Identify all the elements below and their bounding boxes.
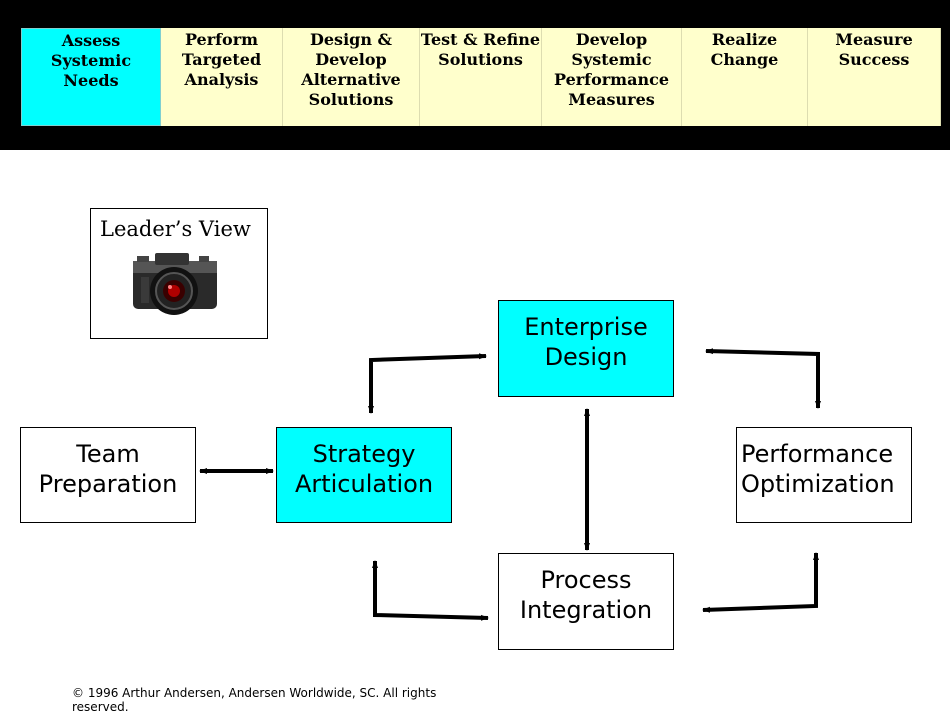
node-performance-optimization: Performance Optimization bbox=[736, 427, 912, 523]
leaders-view-panel: Leader’s View bbox=[90, 208, 268, 339]
phase-assess-systemic-needs[interactable]: Assess Systemic Needs bbox=[21, 28, 161, 126]
arrow-performance-process bbox=[702, 552, 819, 613]
camera-icon bbox=[133, 253, 217, 315]
phase-realize-change[interactable]: Realize Change bbox=[682, 28, 808, 126]
node-team-preparation: Team Preparation bbox=[20, 427, 196, 523]
phase-develop-performance-measures[interactable]: Develop Systemic Performance Measures bbox=[542, 28, 682, 126]
phase-measure-success[interactable]: Measure Success bbox=[808, 28, 941, 126]
arrow-strategy-process bbox=[372, 560, 489, 621]
leaders-view-label: Leader’s View bbox=[100, 217, 251, 241]
arrow-enterprise-performance bbox=[705, 348, 821, 409]
phase-test-refine-solutions[interactable]: Test & Refine Solutions bbox=[420, 28, 542, 126]
copyright-notice: © 1996 Arthur Andersen, Andersen Worldwi… bbox=[72, 686, 437, 714]
phase-design-develop-solutions[interactable]: Design & Develop Alternative Solutions bbox=[283, 28, 420, 126]
phase-header-bar: Assess Systemic Needs Perform Targeted A… bbox=[0, 0, 950, 150]
arrow-strategy-enterprise bbox=[368, 353, 487, 414]
node-strategy-articulation: Strategy Articulation bbox=[276, 427, 452, 523]
node-enterprise-design: Enterprise Design bbox=[498, 300, 674, 397]
node-process-integration: Process Integration bbox=[498, 553, 674, 650]
phase-perform-targeted-analysis[interactable]: Perform Targeted Analysis bbox=[161, 28, 283, 126]
phase-tabs: Assess Systemic Needs Perform Targeted A… bbox=[21, 28, 941, 126]
